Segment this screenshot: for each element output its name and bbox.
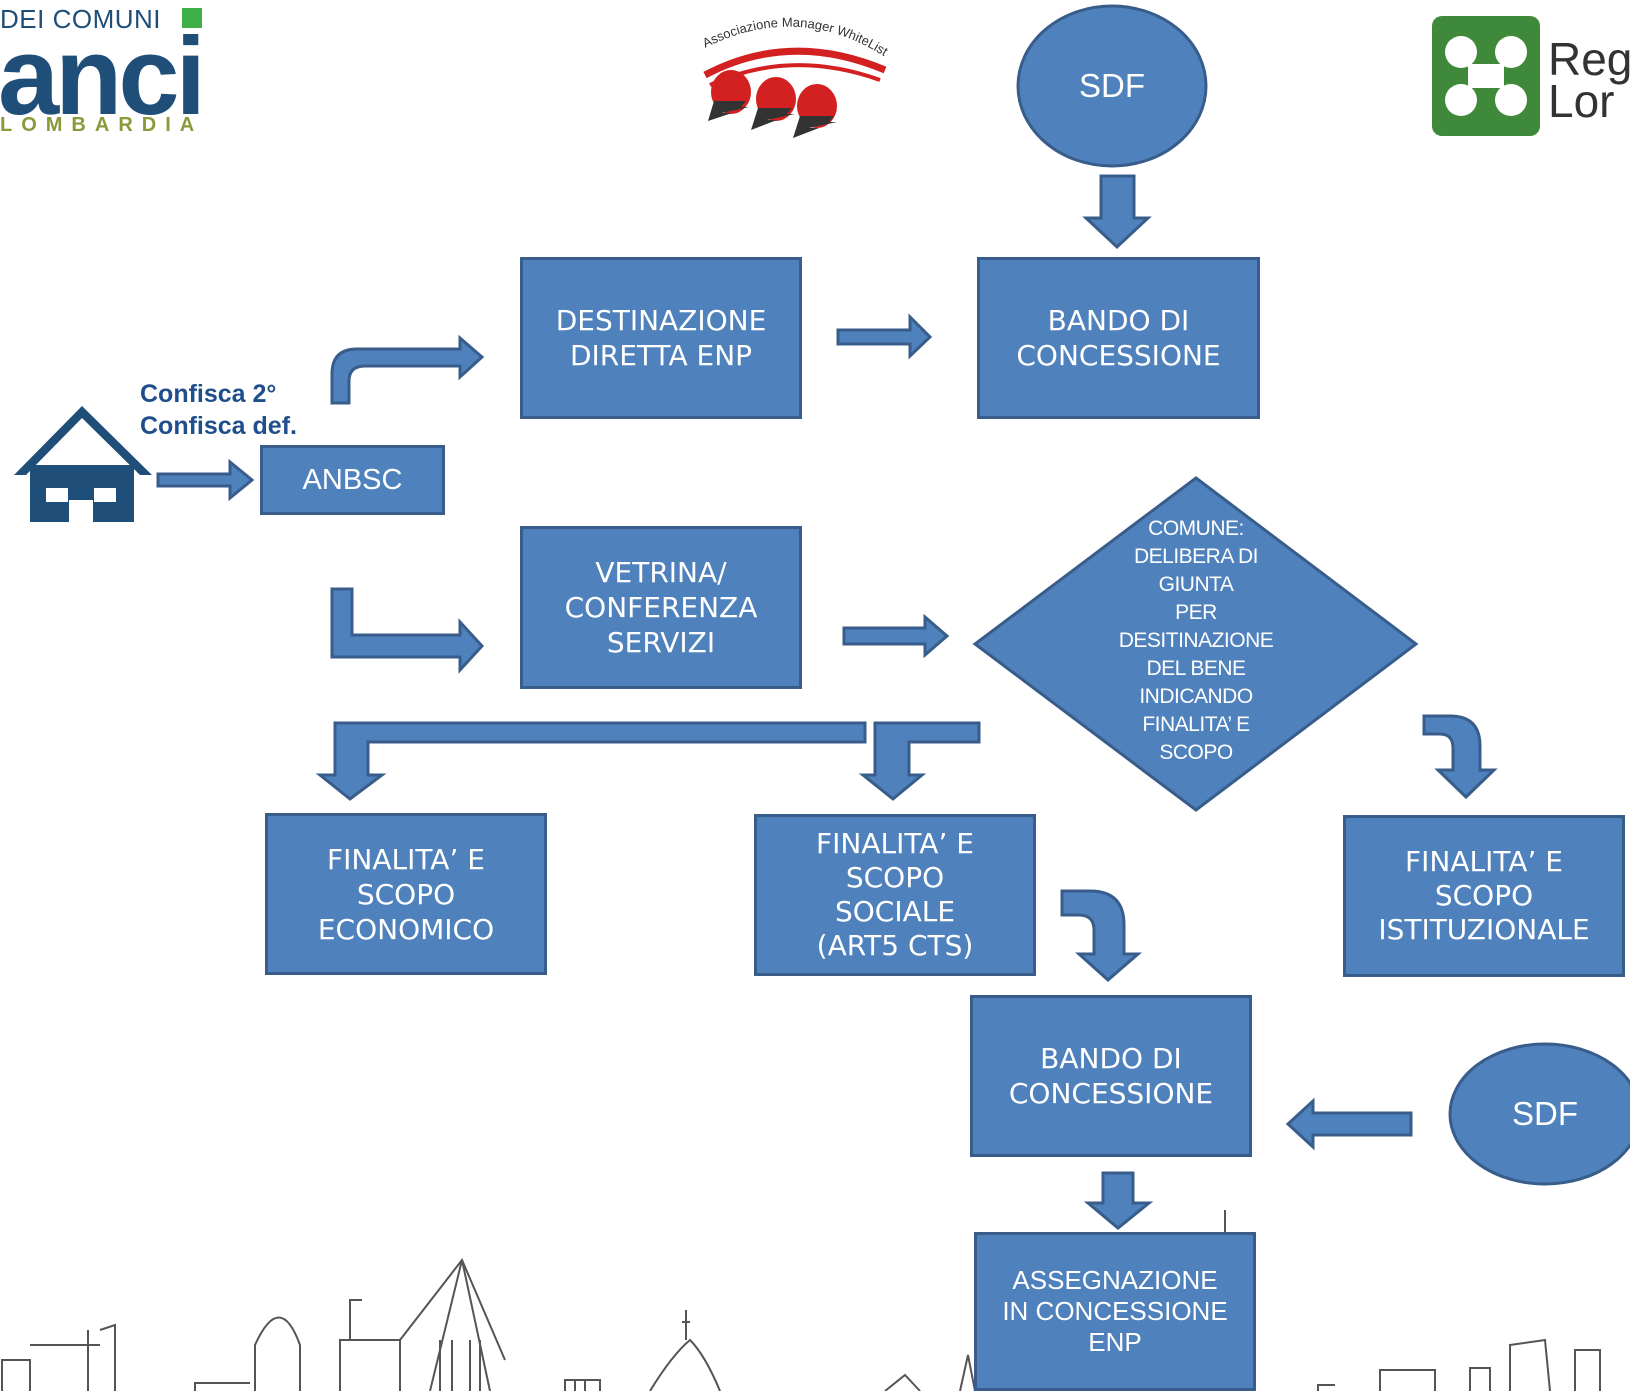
skyline-sketch: [1, 1210, 1601, 1391]
bando-top-label: BANDO DI CONCESSIONE: [1016, 304, 1221, 372]
regione-logo-text: Reg Lor: [1548, 33, 1630, 127]
anci-logo-bottom-text: LOMBARDIA: [0, 114, 204, 136]
arrow-house-to-anbsc: [156, 458, 255, 502]
confisca-label: Confisca 2° Confisca def.: [140, 380, 297, 440]
arrow-comune-to-economico: [315, 721, 867, 801]
anbsc-box: ANBSC: [260, 445, 445, 515]
arrow-sdf-to-bando-bottom: [1285, 1097, 1413, 1151]
arrow-anbsc-to-vetrina: [330, 587, 485, 674]
istituzionale-label: FINALITA’ E SCOPO ISTITUZIONALE: [1378, 845, 1590, 946]
comune-label: COMUNE: DELIBERA DI GIUNTA PER DESITINAZ…: [1118, 517, 1274, 764]
sdf-top: SDF: [1079, 67, 1145, 104]
arrow-bando-to-assegnazione: [1083, 1171, 1154, 1230]
sdf-bottom-shape: [1448, 1042, 1630, 1186]
vetrina-box: VETRINA/ CONFERENZA SERVIZI: [520, 526, 802, 689]
bando-top-box: BANDO DI CONCESSIONE: [977, 257, 1260, 419]
arrow-sociale-to-bando: [1060, 889, 1143, 982]
arrow-comune-to-sociale: [858, 721, 981, 801]
sdf-top-shape: [1016, 4, 1208, 168]
assegnazione-box: ASSEGNAZIONE IN CONCESSIONE ENP: [974, 1232, 1256, 1391]
destinazione-box: DESTINAZIONE DIRETTA ENP: [520, 257, 802, 419]
comune-diamond-shape: [972, 476, 1419, 812]
arrow-destinazione-to-bando: [836, 313, 933, 360]
economico-label: FINALITA’ E SCOPO ECONOMICO: [317, 842, 495, 946]
sociale-box: FINALITA’ E SCOPO SOCIALE (ART5 CTS): [754, 814, 1036, 976]
sdf-bottom: SDF: [1512, 1095, 1578, 1132]
anci-logo-wordmark: anci: [0, 15, 206, 138]
arrow-sdf-to-bando: [1082, 174, 1152, 250]
anci-logo-top-text: DEI COMUNI: [0, 4, 161, 34]
assegnazione-label: ASSEGNAZIONE IN CONCESSIONE ENP: [1002, 1265, 1228, 1357]
sociale-label: FINALITA’ E SCOPO SOCIALE (ART5 CTS): [816, 827, 974, 962]
bando-bottom-box: BANDO DI CONCESSIONE: [970, 995, 1252, 1157]
anbsc-label: ANBSC: [302, 463, 403, 496]
vetrina-label: VETRINA/ CONFERENZA SERVIZI: [564, 556, 758, 659]
economico-box: FINALITA’ E SCOPO ECONOMICO: [265, 813, 547, 975]
bando-bottom-label: BANDO DI CONCESSIONE: [1008, 1042, 1214, 1110]
anci-logo-square: [182, 8, 202, 28]
arrow-anbsc-to-destinazione: [330, 334, 485, 405]
destinazione-label: DESTINAZIONE DIRETTA ENP: [555, 304, 767, 372]
istituzionale-box: FINALITA’ E SCOPO ISTITUZIONALE: [1343, 815, 1625, 977]
arrow-comune-to-istituzionale: [1422, 714, 1498, 800]
house-icon: [14, 406, 152, 522]
arrow-vetrina-to-comune: [842, 613, 950, 659]
